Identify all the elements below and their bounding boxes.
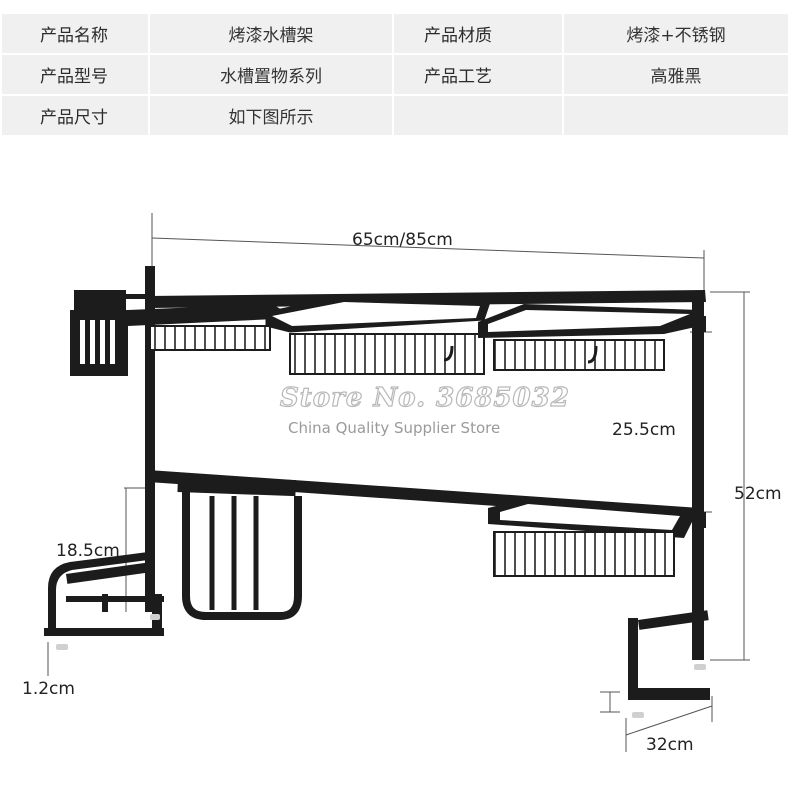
top-basket-right [478,304,700,371]
top-basket-left [128,304,296,351]
product-illustration: Store No. 3685032 China Quality Supplier… [22,213,782,755]
spec-value: 水槽置物系列 [150,55,392,94]
spec-key: 产品型号 [2,55,148,94]
spec-value: 烤漆水槽架 [150,14,392,53]
spec-key: 产品材质 [394,14,562,53]
table-row: 产品尺寸 如下图所示 [2,96,788,135]
width-label: 65cm/85cm [352,230,453,250]
spec-value: 高雅黑 [564,55,788,94]
rack-feet [56,614,706,718]
spec-key: 产品工艺 [394,55,562,94]
shelf-gap-label: 25.5cm [612,420,676,440]
depth-label: 32cm [646,735,694,755]
dimension-lines [47,213,750,752]
spec-value [564,96,788,135]
utensil-holder [70,290,146,376]
spec-key [394,96,562,135]
cutting-board-holder [177,476,302,620]
spec-table: 产品名称 烤漆水槽架 产品材质 烤漆+不锈钢 产品型号 水槽置物系列 产品工艺 … [0,12,790,137]
foot-label: 1.2cm [22,679,75,699]
spec-value: 如下图所示 [150,96,392,135]
watermark-subtitle: China Quality Supplier Store [288,419,500,437]
watermark-store: Store No. 3685032 [280,383,570,413]
spec-key: 产品名称 [2,14,148,53]
spec-key: 产品尺寸 [2,96,148,135]
spec-value: 烤漆+不锈钢 [564,14,788,53]
top-basket-middle [265,295,491,375]
height-label: 52cm [734,484,782,504]
lower-basket [488,498,696,577]
side-rack-label: 18.5cm [56,541,120,561]
table-row: 产品名称 烤漆水槽架 产品材质 烤漆+不锈钢 [2,14,788,53]
table-row: 产品型号 水槽置物系列 产品工艺 高雅黑 [2,55,788,94]
